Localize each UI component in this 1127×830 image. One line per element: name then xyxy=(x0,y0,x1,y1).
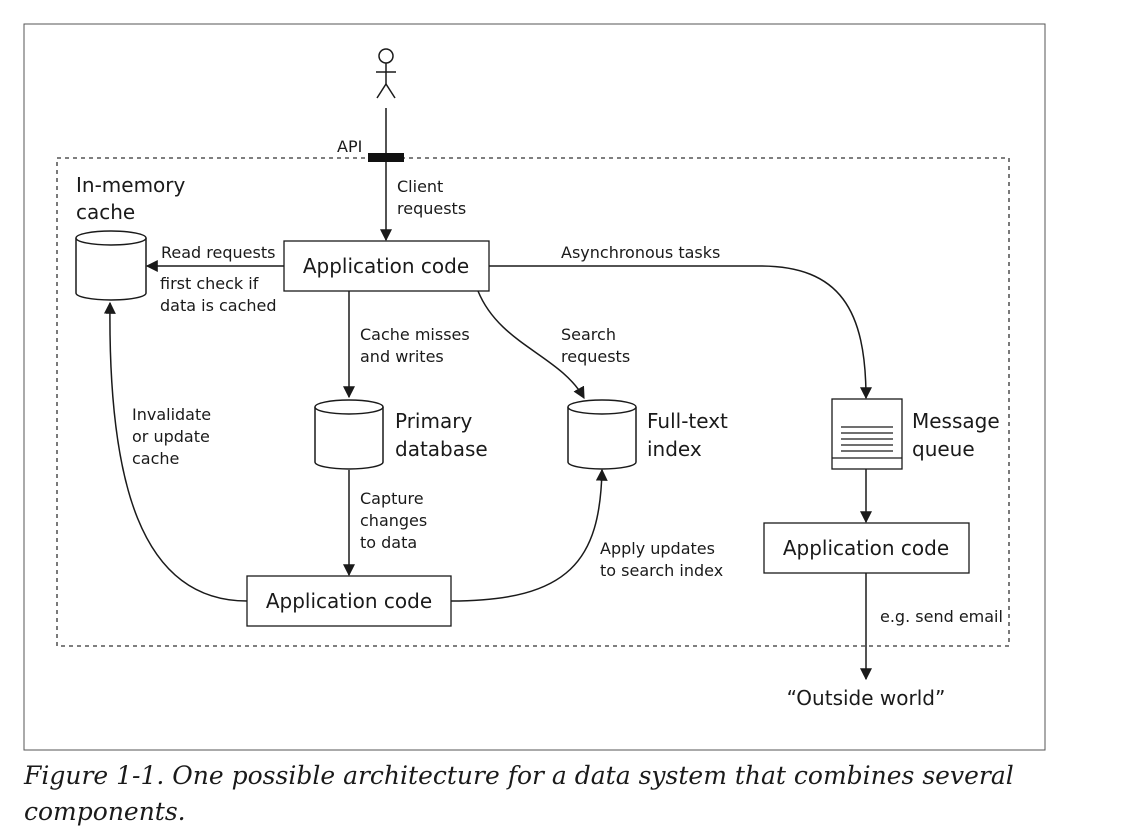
app-code-top-label: Application code xyxy=(303,254,469,278)
system-boundary xyxy=(56,157,1010,647)
async-tasks-arrow xyxy=(489,265,872,400)
invalidate-cache-label: Invalidate or update cache xyxy=(132,405,216,468)
app-code-top-box xyxy=(283,240,490,292)
search-requests-arrow xyxy=(477,290,585,400)
async-tasks-label: Asynchronous tasks xyxy=(561,243,720,262)
search-requests-label: Search requests xyxy=(561,325,630,366)
outside-world-label: “Outside world” xyxy=(787,686,946,710)
apply-updates-label: Apply updates to search index xyxy=(600,539,723,580)
fulltext-index-cylinder-icon xyxy=(567,399,637,470)
app-code-bottom-label: Application code xyxy=(266,589,432,613)
figure-caption: Figure 1-1. One possible architecture fo… xyxy=(24,761,1014,826)
invalidate-cache-arrow xyxy=(103,301,248,602)
send-email-label: e.g. send email xyxy=(880,607,1003,626)
cache-misses-label: Cache misses and writes xyxy=(360,325,475,366)
read-requests-label: Read requests xyxy=(161,243,275,262)
cache-cylinder-icon xyxy=(75,230,147,301)
cache-label: In-memory cache xyxy=(76,173,192,224)
user-icon xyxy=(376,48,396,99)
read-requests-label-2: first check if data is cached xyxy=(160,274,277,315)
architecture-diagram: API Client requests In-memory cache Appl… xyxy=(23,23,1046,751)
capture-changes-label: Capture changes to data xyxy=(360,489,432,552)
api-label: API xyxy=(337,137,362,156)
client-requests-label: Client requests xyxy=(397,177,466,218)
apply-updates-arrow xyxy=(450,468,608,602)
primary-database-label: Primary database xyxy=(395,409,488,461)
fulltext-index-label: Full-text index xyxy=(647,409,734,461)
message-queue-label: Message queue xyxy=(912,409,1006,461)
figure-frame xyxy=(23,23,1046,751)
primary-database-cylinder-icon xyxy=(314,399,384,470)
api-bar xyxy=(368,153,404,162)
app-code-right-label: Application code xyxy=(783,536,949,560)
app-code-bottom-box xyxy=(246,575,452,627)
app-code-right-box xyxy=(763,522,970,574)
message-queue-icon xyxy=(831,398,903,470)
